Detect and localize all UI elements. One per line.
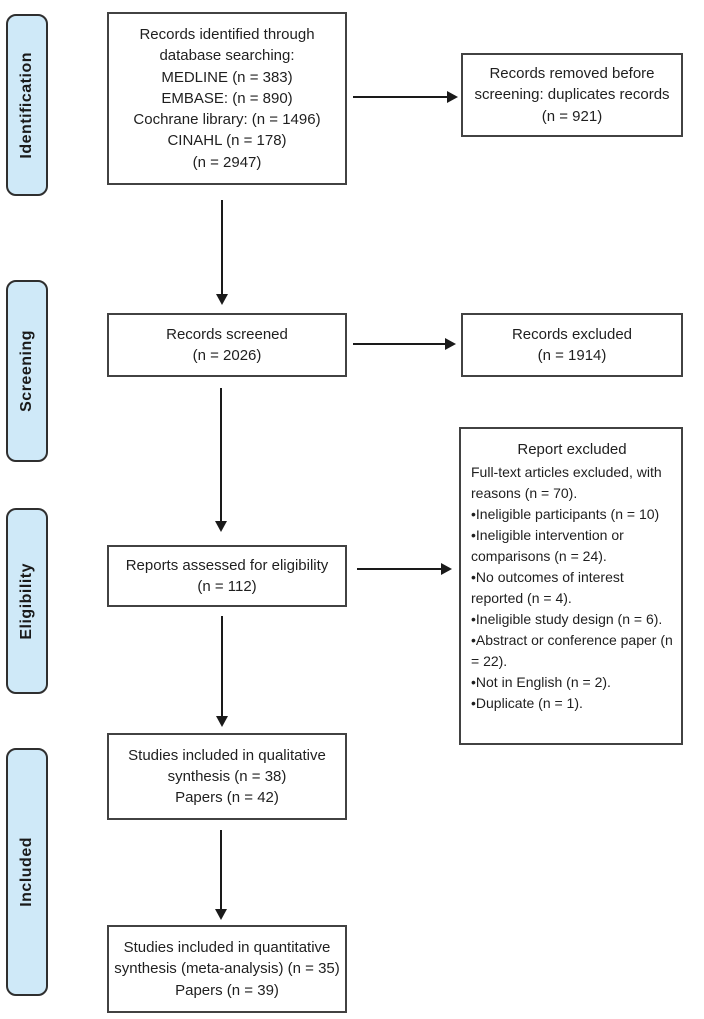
- arrow-identified-to-screened: [216, 200, 228, 305]
- box-report-excluded: Report excluded Full-text articles exclu…: [459, 427, 683, 745]
- reason-item-study-design: •Ineligible study design (n = 6).: [471, 610, 663, 627]
- stage-label-included: Included: [18, 837, 35, 907]
- reason-item-not-english: •Not in English (n = 2).: [471, 673, 611, 690]
- box-records-screened: Records screened (n = 2026): [107, 313, 347, 377]
- arrow-identified-to-removed: [353, 91, 458, 103]
- reason-item-intervention: •Ineligible intervention or comparisons …: [471, 526, 624, 564]
- reason-item-outcomes: •No outcomes of interest reported (n = 4…: [471, 568, 624, 606]
- box-report-excluded-title: Report excluded: [517, 441, 627, 458]
- box-qualitative-synthesis-text: Studies included in qualitative synthesi…: [128, 746, 326, 807]
- stage-bar-identification: Identification: [6, 14, 48, 196]
- arrow-assessed-to-excluded: [357, 563, 452, 575]
- stage-bar-screening: Screening: [6, 280, 48, 462]
- box-quantitative-synthesis: Studies included in quantitative synthes…: [107, 925, 347, 1013]
- box-qualitative-synthesis: Studies included in qualitative synthesi…: [107, 733, 347, 820]
- stage-label-eligibility: Eligibility: [18, 562, 35, 640]
- stage-bar-eligibility: Eligibility: [6, 508, 48, 694]
- stage-label-identification: Identification: [18, 51, 35, 159]
- reason-item-abstract: •Abstract or conference paper (n = 22).: [471, 631, 673, 669]
- arrow-screened-to-excluded: [353, 338, 456, 350]
- box-reports-assessed-text: Reports assessed for eligibility (n = 11…: [125, 556, 329, 595]
- arrow-assessed-to-qualitative: [216, 616, 228, 727]
- box-records-removed-text: Records removed before screening: duplic…: [474, 65, 670, 125]
- box-records-excluded-text: Records excluded (n = 1914): [511, 325, 633, 364]
- arrow-qualitative-to-quantitative: [215, 830, 227, 920]
- box-reports-assessed: Reports assessed for eligibility (n = 11…: [107, 545, 347, 607]
- box-report-excluded-intro: Full-text articles excluded, with reason…: [471, 463, 662, 501]
- box-records-identified-text: Records identified through database sear…: [133, 25, 321, 171]
- reason-item-participants: •Ineligible participants (n = 10): [471, 505, 660, 522]
- stage-bar-included: Included: [6, 748, 48, 996]
- box-records-removed: Records removed before screening: duplic…: [461, 53, 683, 137]
- arrow-screened-to-assessed: [215, 388, 227, 532]
- reason-item-duplicate: •Duplicate (n = 1).: [471, 694, 583, 711]
- box-records-identified: Records identified through database sear…: [107, 12, 347, 185]
- box-quantitative-synthesis-text: Studies included in quantitative synthes…: [114, 939, 340, 999]
- box-records-excluded: Records excluded (n = 1914): [461, 313, 683, 377]
- stage-label-screening: Screening: [18, 330, 35, 412]
- box-records-screened-text: Records screened (n = 2026): [166, 325, 288, 364]
